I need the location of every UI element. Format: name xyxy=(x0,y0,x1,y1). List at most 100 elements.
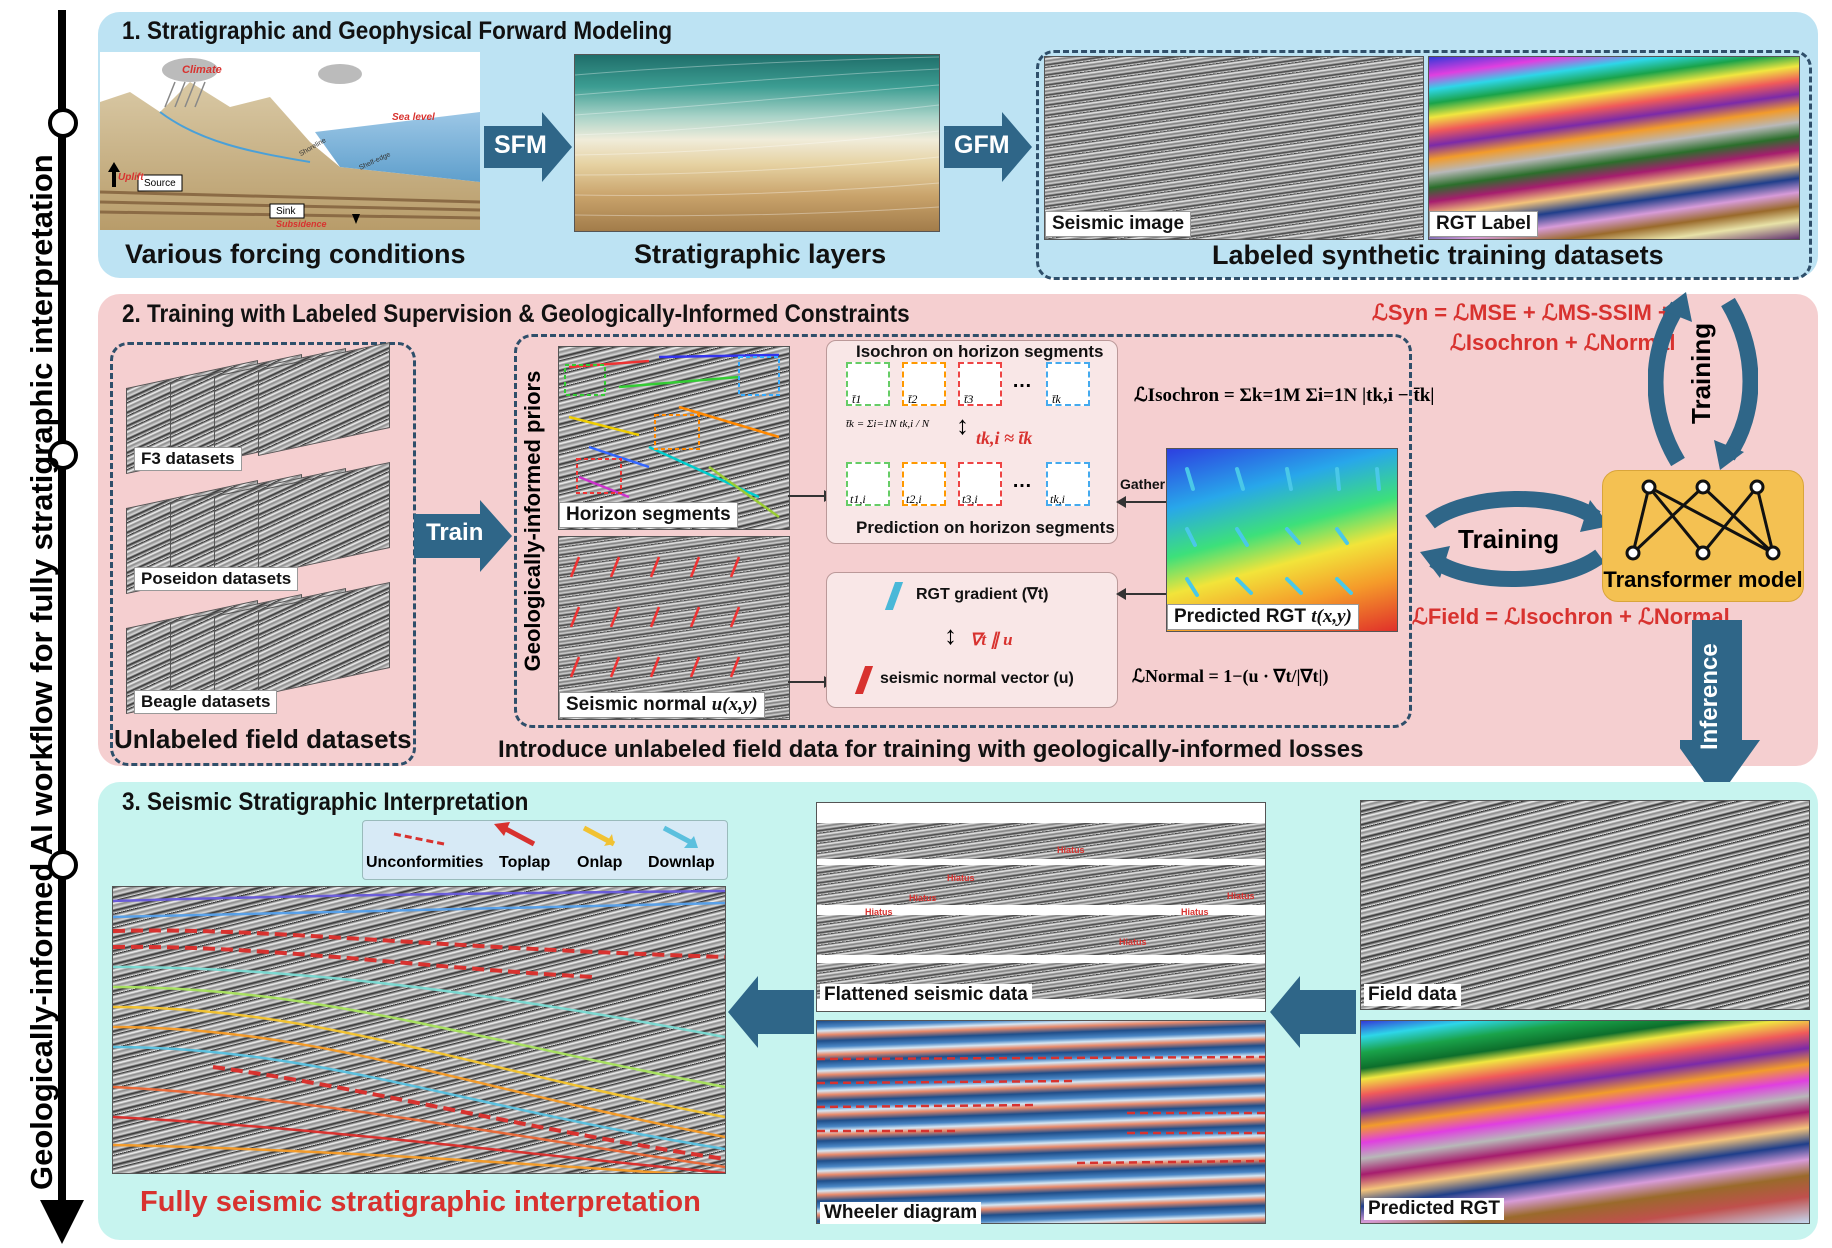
label-field-data: Field data xyxy=(1364,984,1461,1006)
caption-interpretation: Fully seismic stratigraphic interpretati… xyxy=(140,1186,701,1218)
label-wheeler: Wheeler diagram xyxy=(820,1202,982,1224)
loss-normal: ℒNormal = 1−(u · ∇t/|∇t|) xyxy=(1132,666,1329,686)
axis-node-2 xyxy=(48,440,78,470)
hiatus-2: Hiatus xyxy=(947,873,975,883)
seismic-normal-image xyxy=(558,536,790,720)
label-subsidence: Subsidence xyxy=(276,219,327,229)
forcing-sketch: Climate Sea level Uplift Source Sink Sub… xyxy=(100,52,480,230)
label-climate: Climate xyxy=(182,64,222,76)
arrow-to-flattened xyxy=(1270,976,1356,1048)
sfm-arrow xyxy=(484,112,572,182)
isochron-title: Isochron on horizon segments xyxy=(856,342,1104,361)
label-source: Source xyxy=(144,178,176,189)
legend-downlap: Downlap xyxy=(648,854,715,871)
predicted-rgt-image xyxy=(1166,448,1398,632)
train-arrow xyxy=(414,500,512,572)
hiatus-6: Hiatus xyxy=(1181,907,1209,917)
caption-unlabeled: Unlabeled field datasets xyxy=(114,724,412,754)
loss-field: ℒField = ℒIsochron + ℒNormal xyxy=(1412,604,1730,629)
section1-title: 1. Stratigraphic and Geophysical Forward… xyxy=(122,17,673,45)
section2-title: 2. Training with Labeled Supervision & G… xyxy=(122,300,910,328)
label-sea-level: Sea level xyxy=(392,112,435,123)
tki-label-3: t3,i xyxy=(962,492,978,506)
label-predicted-rgt-field: Predicted RGT xyxy=(1364,1198,1504,1220)
tk-equation: t̄k = Σi=1N tk,i / N xyxy=(846,418,930,430)
rgt-label-image xyxy=(1428,56,1800,240)
t-label-2: t̄2 xyxy=(908,392,918,406)
loss-syn-1: ℒSyn = ℒMSE + ℒMS-SSIM + xyxy=(1372,300,1671,325)
train-label: Train xyxy=(426,519,484,546)
priors-label: Geologically-informed priors xyxy=(520,370,545,672)
double-arrow-iso: ↕ xyxy=(956,410,969,440)
gfm-label: GFM xyxy=(954,131,1010,159)
gather-label: Gather xyxy=(1120,476,1166,492)
loss-isochron: ℒIsochron = Σk=1M Σi=1N |tk,i − t̄k| xyxy=(1134,385,1435,406)
loss-syn-2: ℒIsochron + ℒNormal xyxy=(1450,330,1676,355)
tki-label-k: tk,i xyxy=(1050,492,1065,506)
hiatus-4: Hiatus xyxy=(865,907,893,917)
legend-unconformities: Unconformities xyxy=(366,854,484,871)
caption-layers: Stratigraphic layers xyxy=(634,239,887,269)
legend-symbols xyxy=(393,822,698,848)
hiatus-7: Hiatus xyxy=(1119,937,1147,947)
inference-arrow xyxy=(1680,620,1760,800)
prediction-title: Prediction on horizon segments xyxy=(856,518,1115,537)
t-label-dots: … xyxy=(1012,370,1032,392)
priors-box xyxy=(514,334,1412,728)
axis-node-1 xyxy=(48,108,78,138)
section3-title: 3. Seismic Stratigraphic Interpretation xyxy=(122,788,529,816)
label-horizon-segments: Horizon segments xyxy=(559,502,738,528)
label-uplift: Uplift xyxy=(118,172,144,183)
tki-label-dots: … xyxy=(1012,470,1032,492)
caption-labeled: Labeled synthetic training datasets xyxy=(1212,240,1664,270)
gradient-box xyxy=(826,572,1118,708)
label-beagle: Beagle datasets xyxy=(134,690,278,714)
predicted-rgt-sub: t(x,y) xyxy=(1311,606,1352,627)
parallel-equation: ∇t ∥ u xyxy=(970,630,1013,649)
flattened-seismic-image: Hiatus Hiatus Hiatus Hiatus Hiatus Hiatu… xyxy=(816,802,1266,1012)
label-f3: F3 datasets xyxy=(134,447,242,471)
side-title: Geologically-informed AI workflow for fu… xyxy=(24,154,59,1190)
t-label-k: t̄k xyxy=(1052,392,1061,406)
arrow-to-interpretation xyxy=(728,976,814,1048)
label-predicted-rgt: Predicted RGT t(x,y) xyxy=(1167,604,1359,630)
gather-arrows xyxy=(1116,496,1172,600)
seismic-normal-text: Seismic normal xyxy=(566,694,707,715)
training-cycle-vertical xyxy=(1648,292,1758,470)
hiatus-5: Hiatus xyxy=(1227,891,1255,901)
t-label-3: t̄3 xyxy=(964,392,974,406)
labeled-synthetic-box xyxy=(1036,50,1812,280)
normal-vector-label: seismic normal vector (u) xyxy=(880,670,1074,687)
isochron-boxes: t̄1 t̄2 t̄3 … t̄k xyxy=(846,362,1106,406)
training-label-horizontal: Training xyxy=(1458,524,1560,554)
tki-label-1: t1,i xyxy=(850,492,866,506)
workflow-axis xyxy=(58,10,66,1215)
label-rgt: RGT Label xyxy=(1429,211,1539,237)
double-arrow-grad: ↕ xyxy=(944,620,957,650)
label-seismic-image: Seismic image xyxy=(1045,211,1192,237)
transformer-label: Transformer model xyxy=(1603,567,1803,592)
training-label-vertical: Training xyxy=(1686,322,1716,424)
hiatus-1: Hiatus xyxy=(1057,845,1085,855)
horizon-segments-image xyxy=(558,346,790,530)
sfm-label: SFM xyxy=(494,131,547,159)
approx-equation: tk,i ≈ t̄k xyxy=(976,428,1033,448)
legend-onlap: Onlap xyxy=(577,854,623,871)
caption-training: Introduce unlabeled field data for train… xyxy=(498,736,1364,763)
predicted-rgt-text: Predicted RGT xyxy=(1174,606,1306,627)
axis-arrow-head xyxy=(40,1200,84,1244)
synthetic-seismic-image xyxy=(1044,56,1424,240)
seismic-normal-sub: u(x,y) xyxy=(711,694,758,715)
prediction-boxes: t1,i t2,i t3,i … tk,i xyxy=(846,462,1106,506)
inference-label: Inference xyxy=(1696,643,1723,750)
t-label-1: t̄1 xyxy=(852,392,862,406)
wheeler-diagram-image xyxy=(816,1020,1266,1224)
legend-toplap: Toplap xyxy=(499,854,551,871)
label-sink: Sink xyxy=(276,206,296,217)
label-flattened: Flattened seismic data xyxy=(820,984,1032,1006)
field-data-image xyxy=(1360,800,1810,1010)
axis-node-3 xyxy=(48,850,78,880)
interpretation-image xyxy=(112,886,726,1174)
rgt-gradient-label: RGT gradient (∇t) xyxy=(916,586,1049,603)
tki-label-2: t2,i xyxy=(906,492,922,506)
